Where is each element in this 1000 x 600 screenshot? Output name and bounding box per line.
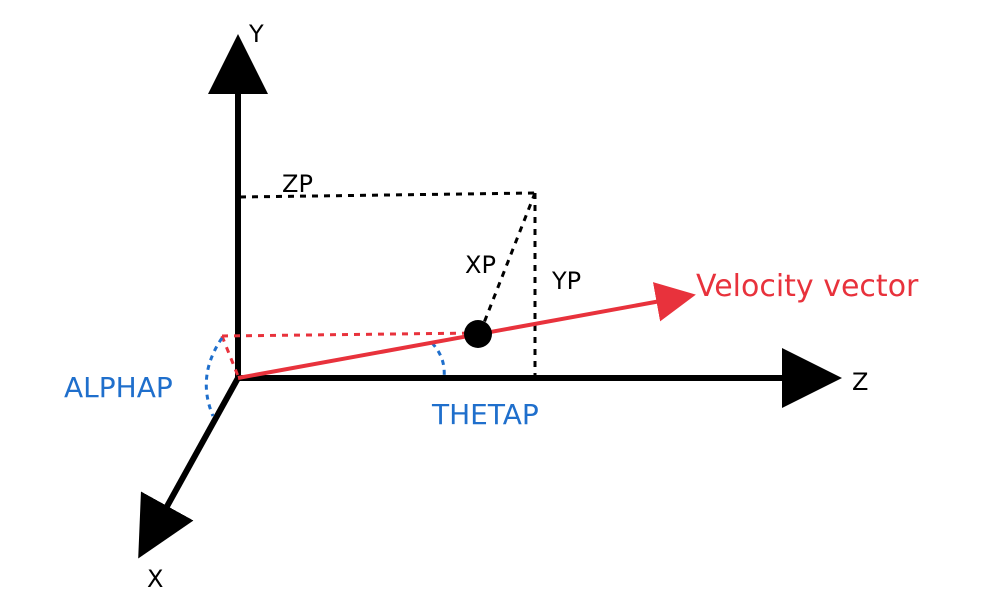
xp-label: XP xyxy=(465,251,496,279)
x-axis xyxy=(138,376,241,559)
zp-guide-line xyxy=(239,191,536,199)
projection-line xyxy=(221,331,479,338)
particle-dot xyxy=(464,320,492,348)
thetap-label: THETAP xyxy=(431,398,539,431)
yp-label: YP xyxy=(551,267,581,295)
velocity-vector-label: Velocity vector xyxy=(696,269,919,304)
z-axis-label: Z xyxy=(852,368,868,396)
xp-guide-line xyxy=(478,192,537,334)
y-axis-label: Y xyxy=(248,20,264,48)
velocity-vector xyxy=(237,282,696,380)
zp-label: ZP xyxy=(282,170,313,198)
x-axis-label: X xyxy=(147,565,163,593)
alphap-label: ALPHAP xyxy=(64,371,173,404)
thetap-arc xyxy=(430,341,446,379)
alphap-arc xyxy=(204,337,224,417)
